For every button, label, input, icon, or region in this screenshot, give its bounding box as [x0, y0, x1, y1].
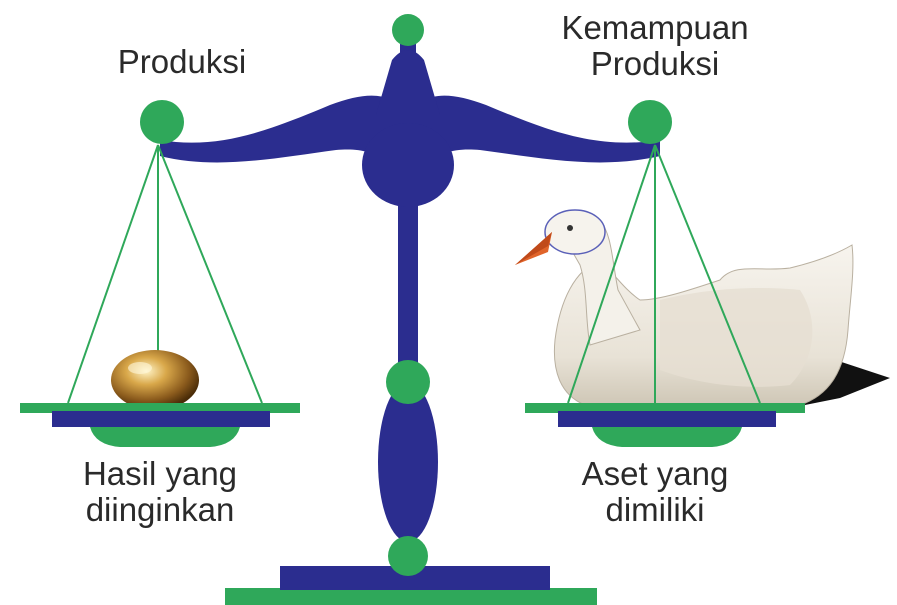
label-aset-line2: dimiliki	[545, 492, 765, 528]
label-kemampuan-line2: Produksi	[530, 46, 780, 82]
left-pan	[20, 403, 300, 447]
golden-egg-icon	[111, 350, 199, 410]
label-hasil-yang-diinginkan: Hasil yang diinginkan	[55, 456, 265, 528]
label-hasil-line2: diinginkan	[55, 492, 265, 528]
label-produksi: Produksi	[92, 44, 272, 80]
right-pan	[525, 403, 805, 447]
right-hanger	[628, 100, 672, 144]
scale-column	[378, 195, 438, 576]
label-kemampuan-produksi: Kemampuan Produksi	[530, 10, 780, 82]
label-hasil-line1: Hasil yang	[55, 456, 265, 492]
label-aset-line1: Aset yang	[545, 456, 765, 492]
label-aset-yang-dimiliki: Aset yang dimiliki	[545, 456, 765, 528]
label-produksi-text: Produksi	[92, 44, 272, 80]
goose-icon	[515, 210, 890, 410]
label-kemampuan-line1: Kemampuan	[530, 10, 780, 46]
